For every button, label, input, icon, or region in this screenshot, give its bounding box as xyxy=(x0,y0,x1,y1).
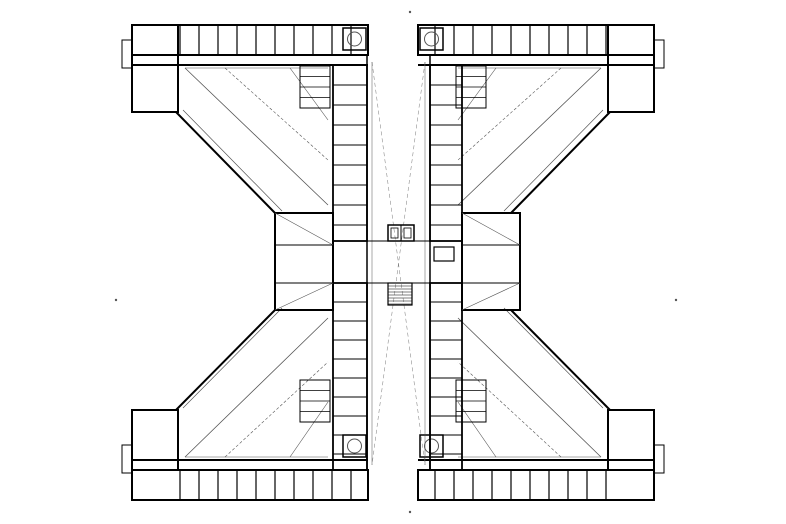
middle-diagonal xyxy=(274,282,334,311)
inner-diagonal xyxy=(457,67,497,121)
elevator-car-icon xyxy=(390,227,399,239)
inner-diagonal xyxy=(289,67,329,121)
inner-diagonal xyxy=(224,67,329,161)
outer-diagonal-wall xyxy=(175,309,276,411)
spine-block-bottom-left xyxy=(332,282,368,471)
inner-diagonal xyxy=(457,361,562,458)
outer-diagonal-wall-inner xyxy=(182,307,283,409)
inner-diagonal xyxy=(457,67,602,206)
outer-diagonal-wall-inner xyxy=(503,307,604,409)
corridor-diagonal xyxy=(371,61,426,466)
reference-mark xyxy=(114,298,118,302)
outer-diagonal-wall-inner xyxy=(503,109,604,212)
inner-diagonal xyxy=(184,317,329,458)
stair-core xyxy=(419,27,444,51)
inner-diagonal xyxy=(224,361,329,458)
stair-core xyxy=(342,27,367,51)
outer-diagonal-wall-inner xyxy=(182,109,283,212)
inner-diagonal xyxy=(457,317,602,458)
wing-end-block-right-top xyxy=(607,24,655,113)
middle-block-left xyxy=(274,212,334,311)
wing-end-block-left-bottom xyxy=(131,409,179,471)
reference-mark xyxy=(408,510,412,514)
shaft-box xyxy=(433,246,455,262)
reference-mark xyxy=(408,10,412,14)
wing-end-block-right-bottom xyxy=(607,409,655,471)
entry-stub xyxy=(653,39,665,69)
inner-diagonal xyxy=(457,67,562,161)
outer-diagonal-wall xyxy=(510,309,611,411)
inner-diagonal xyxy=(289,401,329,458)
stair-core-icon xyxy=(347,31,362,47)
spine-block-top-right xyxy=(429,64,463,242)
entry-stub xyxy=(653,444,665,474)
middle-block-right xyxy=(461,212,521,311)
spine-block-bottom-right xyxy=(429,282,463,471)
wing-end-block-left-top xyxy=(131,24,179,113)
central-stair xyxy=(387,282,413,306)
outer-diagonal-wall xyxy=(510,111,611,214)
stair-core-icon xyxy=(424,438,439,454)
reference-mark xyxy=(674,298,678,302)
wing-room-row-left-bottom xyxy=(131,469,369,501)
entry-stub xyxy=(121,444,133,474)
entry-stub xyxy=(121,39,133,69)
outer-diagonal-wall xyxy=(175,111,276,214)
middle-diagonal xyxy=(461,212,521,246)
middle-diagonal xyxy=(274,212,334,246)
stair-core-icon xyxy=(347,438,362,454)
stair-core-icon xyxy=(424,31,439,47)
elevator-car-icon xyxy=(403,227,412,239)
inner-diagonal xyxy=(457,401,497,458)
middle-diagonal xyxy=(461,282,521,311)
inner-diagonal xyxy=(184,67,329,206)
spine-block-top-left xyxy=(332,64,368,242)
wing-room-row-right-bottom xyxy=(417,469,655,501)
